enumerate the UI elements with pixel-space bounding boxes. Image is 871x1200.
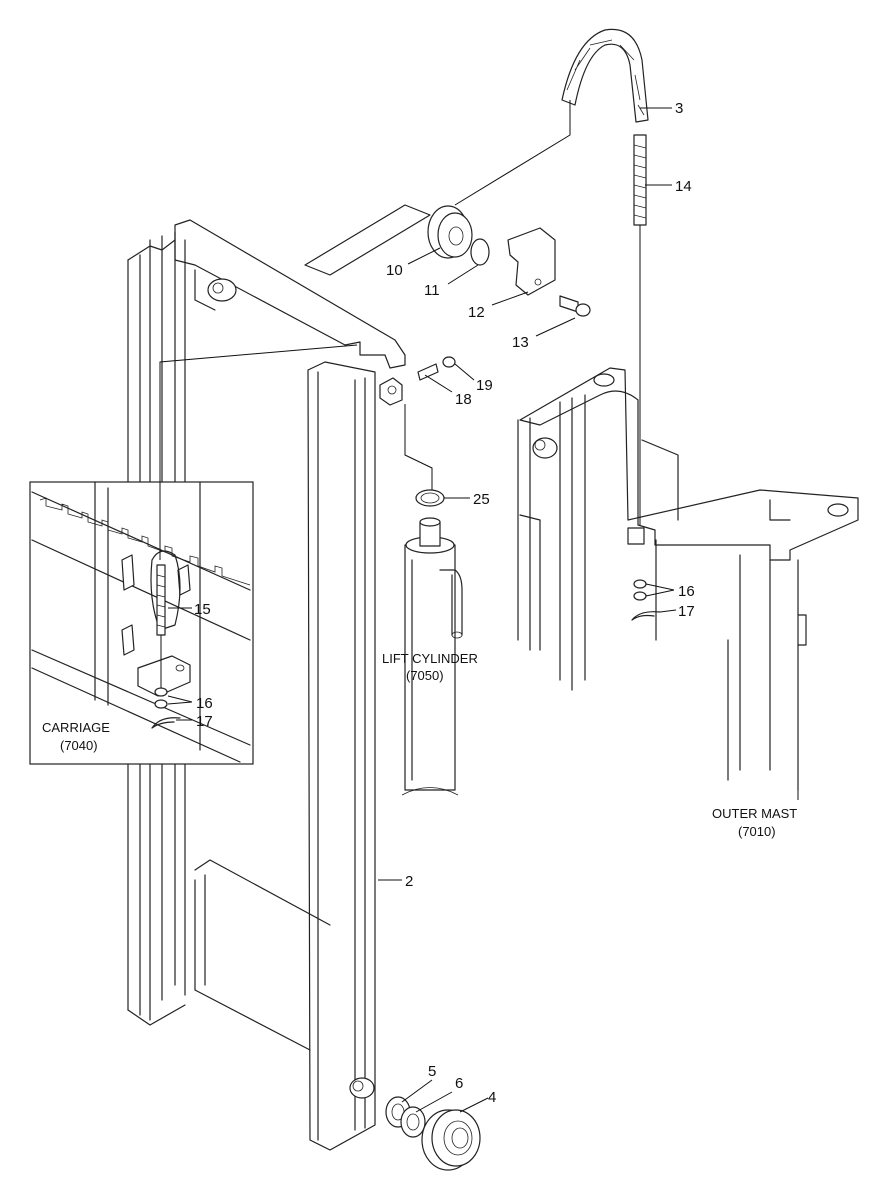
carriage-inset — [29, 481, 254, 765]
bracket-bolt — [559, 295, 591, 317]
callout-17-mast: 17 — [678, 603, 695, 620]
callout-14: 14 — [675, 178, 692, 195]
callout-16-mast: 16 — [678, 583, 695, 600]
callout-numbers: 3 14 10 11 12 13 19 18 25 15 16 17 16 17… — [194, 100, 695, 1106]
outer-mast — [517, 367, 859, 791]
nut-right-bottom — [633, 591, 647, 601]
callout-10: 10 — [386, 262, 403, 279]
nut-right-top — [633, 579, 647, 589]
caption-carriage-code: (7040) — [60, 738, 98, 753]
caption-outer-mast: OUTER MAST — [712, 806, 797, 821]
roller-bearing — [421, 1109, 481, 1171]
lock-nut — [442, 356, 456, 368]
shim-6 — [400, 1106, 426, 1138]
chain-sheave — [427, 205, 473, 259]
assembly-captions: LIFT CYLINDER (7050) CARRIAGE (7040) OUT… — [42, 651, 797, 839]
callout-12: 12 — [468, 304, 485, 321]
caption-lift-cylinder-code: (7050) — [406, 668, 444, 683]
callout-15: 15 — [194, 601, 211, 618]
callout-16-carriage: 16 — [196, 695, 213, 712]
sheave-bracket — [507, 227, 556, 296]
snap-ring — [470, 238, 490, 266]
callout-3: 3 — [675, 100, 683, 117]
callout-11: 11 — [424, 282, 440, 299]
anchor-bolt — [633, 134, 647, 525]
caption-outer-mast-code: (7010) — [738, 824, 776, 839]
callout-13: 13 — [512, 334, 529, 351]
o-ring — [415, 489, 445, 507]
callout-5: 5 — [428, 1063, 436, 1080]
callout-25: 25 — [473, 491, 490, 508]
callout-17-carriage: 17 — [196, 713, 213, 730]
caption-carriage: CARRIAGE — [42, 720, 110, 735]
leader-lines — [159, 100, 799, 1113]
callout-4: 4 — [488, 1089, 496, 1106]
caption-lift-cylinder: LIFT CYLINDER — [382, 651, 478, 666]
cotter-pin-right — [631, 611, 661, 621]
lift-cylinder — [401, 517, 463, 796]
callout-19: 19 — [476, 377, 493, 394]
callout-18: 18 — [455, 391, 472, 408]
adjusting-bolt — [417, 363, 439, 381]
callout-6: 6 — [455, 1075, 463, 1092]
lift-chain — [561, 28, 649, 123]
callout-2: 2 — [405, 873, 413, 890]
